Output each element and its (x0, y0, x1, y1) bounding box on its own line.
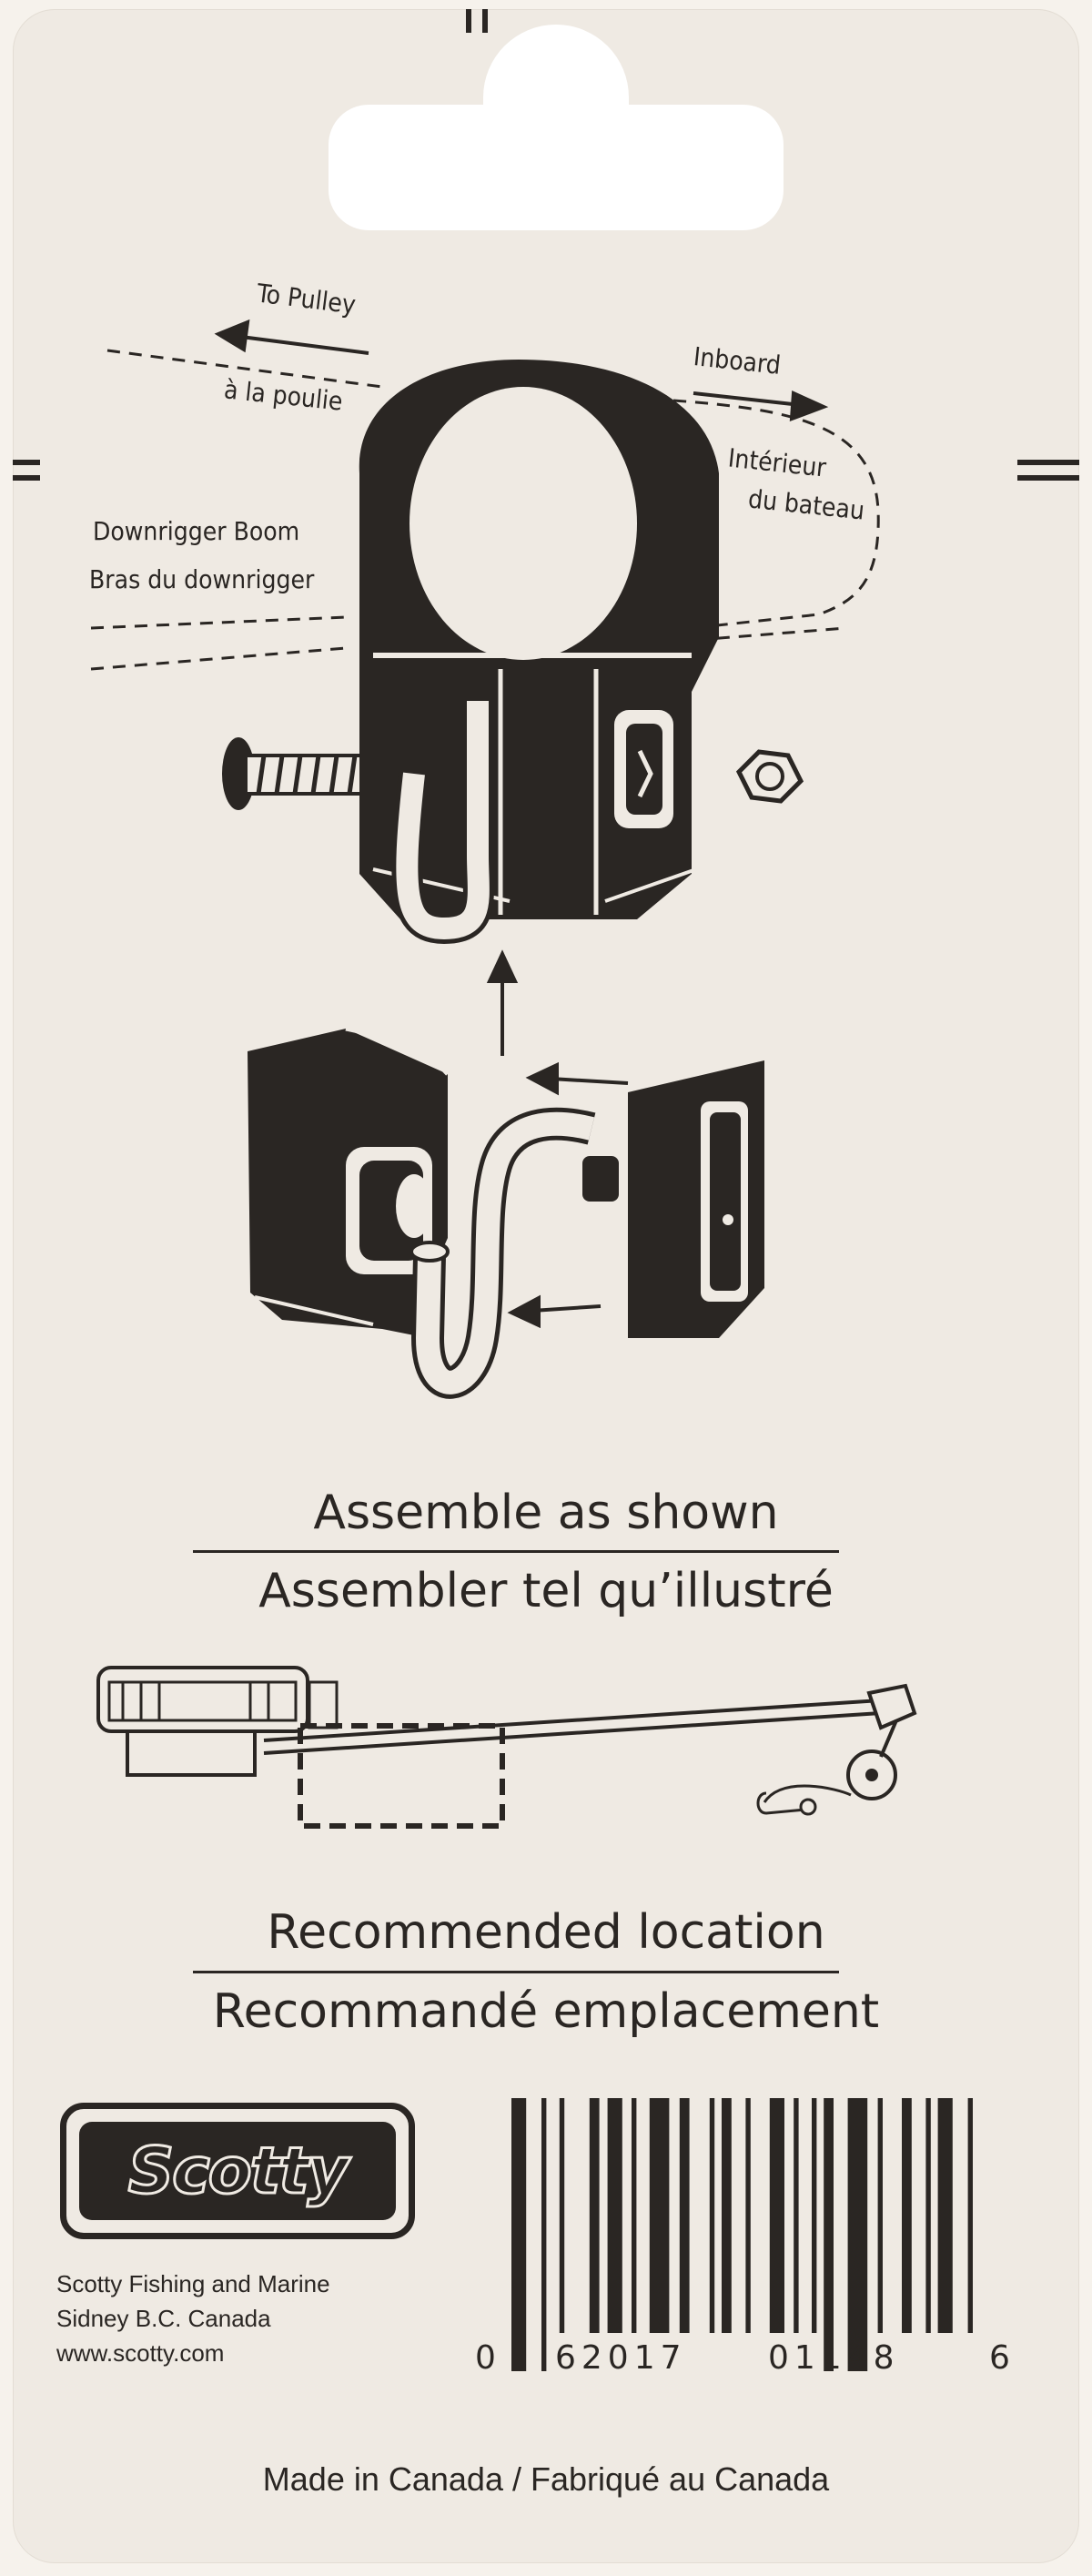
barcode-digit-last: 6 (989, 2339, 1010, 2377)
bracket-body-icon (359, 360, 719, 919)
hang-hole (329, 25, 784, 230)
barcode-bar (794, 2098, 799, 2333)
barcode-bar (722, 2098, 732, 2333)
bolt-icon (222, 737, 375, 810)
barcode-bar (937, 2098, 953, 2333)
barcode-bar (925, 2098, 931, 2333)
left-notch-bottom (13, 475, 40, 481)
barcode-bar (769, 2098, 784, 2333)
left-notch-top (13, 460, 40, 465)
boom-label: Downrigger Boom (93, 516, 300, 546)
location-rule (193, 1971, 839, 1973)
top-notch-right (482, 9, 488, 33)
address-line-2: Sidney B.C. Canada (56, 2305, 271, 2332)
address-line-1: Scotty Fishing and Marine (56, 2270, 330, 2297)
hook-exploded-icon (410, 1107, 619, 1399)
location-heading-en: Recommended location (267, 1905, 825, 1960)
right-half-icon (628, 1060, 764, 1338)
exploded-view-illustration (248, 949, 764, 1399)
barcode (511, 2098, 973, 2371)
barcode-bar (541, 2098, 547, 2371)
location-heading-fr: Recommandé emplacement (212, 1984, 880, 2039)
barcode-bar (877, 2098, 883, 2333)
barcode-bar (745, 2098, 751, 2333)
barcode-bar (511, 2098, 527, 2371)
nut-icon (735, 749, 804, 804)
assembled-bracket-illustration (90, 319, 880, 945)
barcode-bar (847, 2098, 868, 2371)
assemble-rule (193, 1550, 839, 1553)
barcode-bar (709, 2098, 715, 2333)
boom-label-fr: Bras du downrigger (89, 564, 315, 594)
barcode-bar (649, 2098, 670, 2333)
barcode-bar (679, 2098, 690, 2333)
barcode-bar (902, 2098, 912, 2333)
right-notch-top (1017, 460, 1079, 465)
left-half-icon (248, 1026, 450, 1338)
scotty-logo: Scotty (60, 2103, 415, 2239)
barcode-bar (967, 2098, 973, 2333)
hook-icon (391, 701, 494, 945)
barcode-bar (607, 2098, 622, 2333)
assemble-heading-fr: Assembler tel qu’illustré (258, 1564, 834, 1618)
top-notch-left (466, 9, 471, 33)
barcode-group-2: 01148 (768, 2339, 900, 2377)
barcode-bar (589, 2098, 600, 2333)
made-in-canada: Made in Canada / Fabriqué au Canada (262, 2460, 830, 2498)
right-notch-bottom (1017, 475, 1079, 481)
barcode-bar (812, 2098, 817, 2333)
barcode-bar (632, 2098, 637, 2333)
barcode-digit-first: 0 (475, 2339, 496, 2377)
barcode-bar (559, 2098, 565, 2333)
logo-text: Scotty (126, 2133, 350, 2210)
address-line-3: www.scotty.com (56, 2339, 225, 2367)
barcode-bar (824, 2098, 834, 2371)
barcode-group-1: 62017 (555, 2339, 687, 2377)
location-diagram-illustration (96, 1666, 917, 1829)
assemble-heading-en: Assemble as shown (313, 1486, 779, 1540)
